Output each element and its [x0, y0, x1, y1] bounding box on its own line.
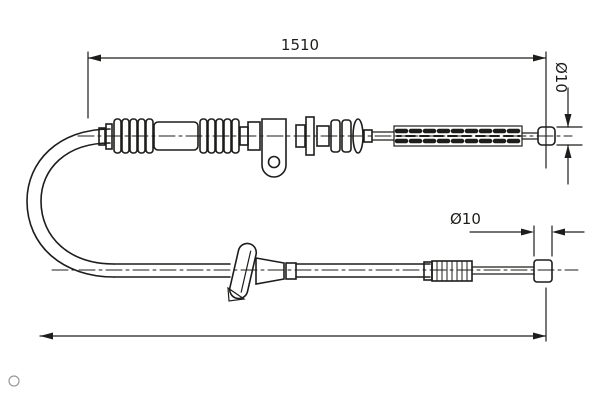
bellows-boot-left	[113, 118, 154, 154]
arrowhead-left	[88, 54, 101, 62]
diameter-upper-label: Ø10	[552, 62, 570, 93]
dimension-total-length: 1510	[87, 36, 547, 169]
dimension-diameter-upper: Ø10	[552, 62, 583, 185]
upper-cable-assembly	[98, 116, 556, 178]
corner-mark	[8, 375, 20, 387]
cable-end-fitting-lower	[533, 259, 553, 283]
diameter-lower-label: Ø10	[450, 210, 481, 228]
total-length-label: 1510	[281, 36, 319, 54]
collar-large	[105, 123, 113, 150]
bellows-boot-right	[199, 118, 240, 154]
cable-end-fitting-upper	[537, 126, 556, 146]
dimension-overall-bottom	[39, 287, 547, 342]
arrowhead-left	[552, 228, 565, 236]
arrowhead-right	[533, 54, 546, 62]
dimension-diameter-lower: Ø10	[450, 210, 585, 257]
taper-fitting	[316, 118, 373, 154]
adjuster-fitting	[423, 260, 473, 282]
bracket-hole	[267, 155, 281, 169]
collar-small	[98, 127, 106, 146]
threaded-spring-section	[393, 125, 523, 147]
mounting-bracket	[261, 118, 287, 178]
loop-inner-edge	[40, 142, 115, 265]
loop-outer-edge	[26, 128, 115, 278]
abutment-bracket	[228, 242, 258, 300]
arrowhead-right	[521, 228, 534, 236]
arrowhead-up	[564, 145, 572, 158]
arrowhead-left	[40, 332, 53, 340]
lower-cable-assembly	[113, 242, 553, 302]
cable-loop	[26, 128, 115, 278]
sleeve-cylinder	[153, 121, 199, 151]
bell-fitting	[255, 257, 297, 285]
bracket-foot	[227, 286, 246, 302]
connector-large	[247, 121, 261, 151]
clip-tall	[305, 116, 315, 156]
bracket-plate	[261, 118, 287, 178]
adjuster-threads	[436, 260, 468, 282]
arrowhead-down	[564, 114, 572, 127]
clip-small	[295, 124, 306, 148]
arrowhead-right	[533, 332, 546, 340]
drawing-root: 1510 Ø10	[8, 36, 585, 387]
